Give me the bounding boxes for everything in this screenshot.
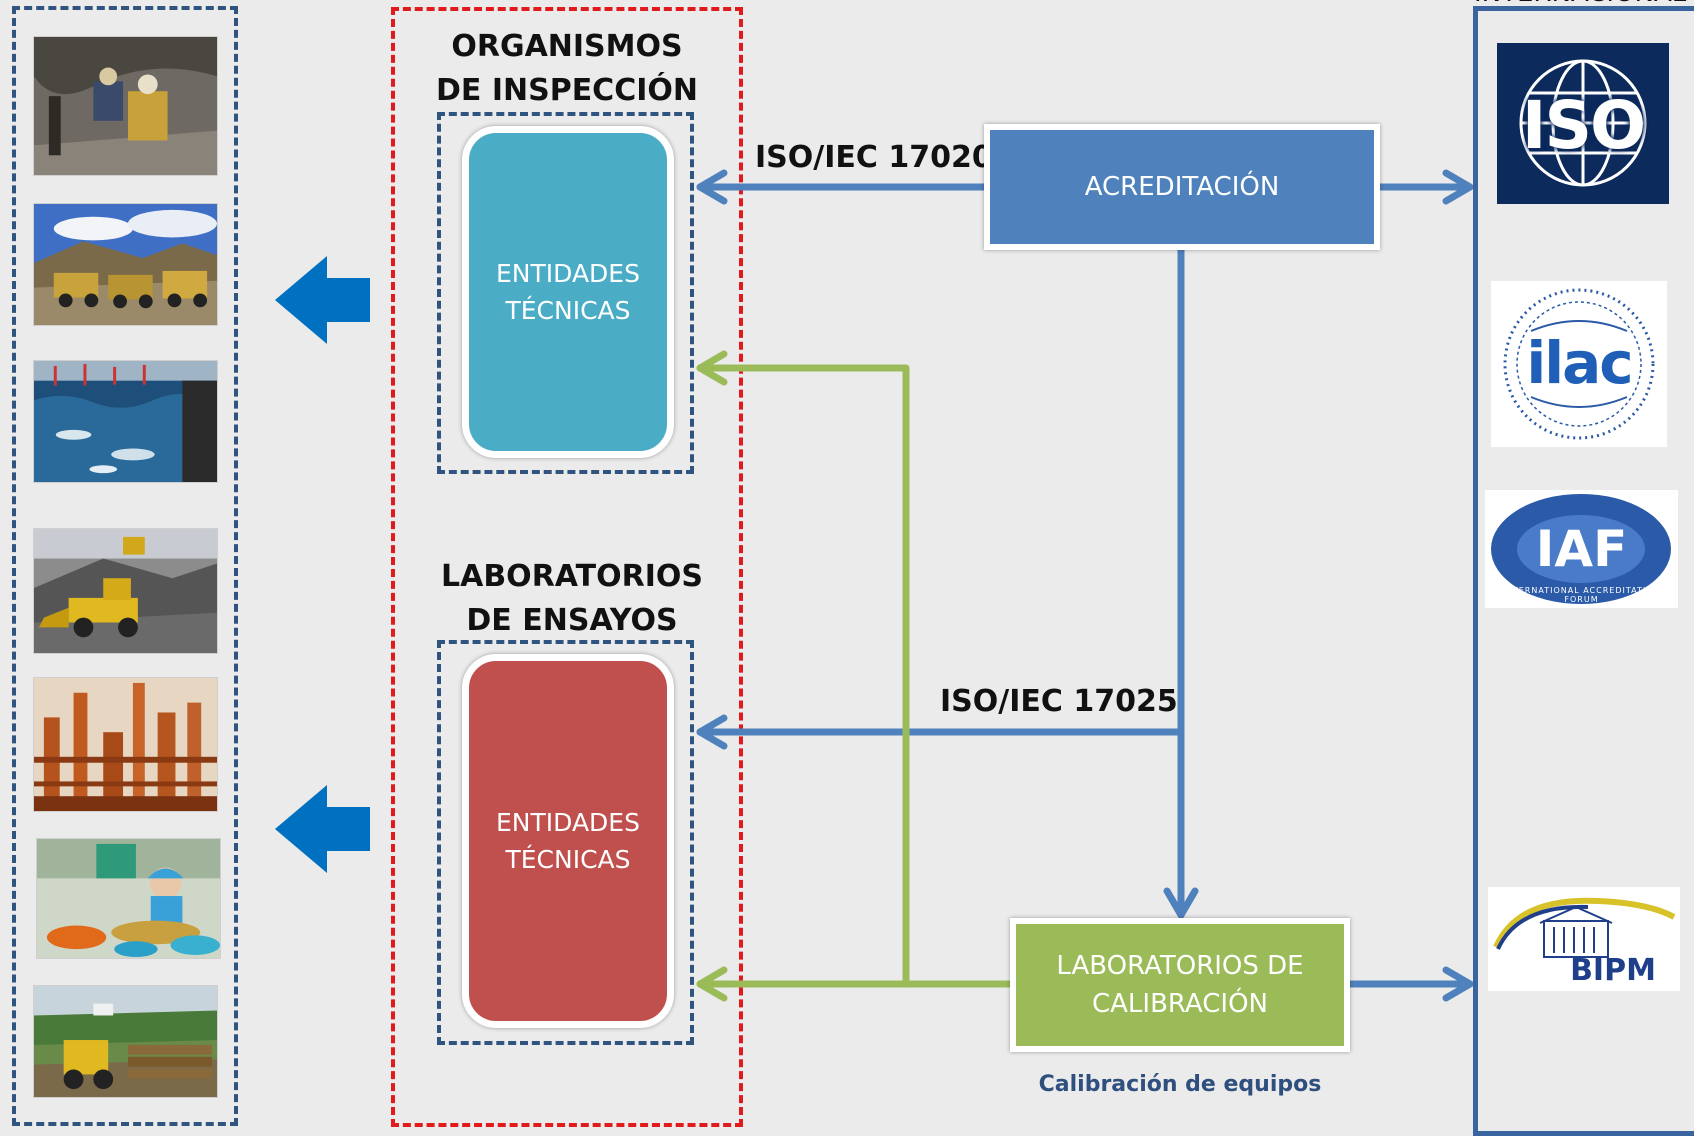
accreditation-box: ACREDITACIÓN <box>984 124 1380 250</box>
fishing-sea-photo <box>33 360 218 483</box>
testing-heading-line2: DE ENSAYOS <box>466 603 678 638</box>
globe-icon <box>1519 59 1647 187</box>
forestry-logging-photo <box>33 985 218 1098</box>
ilac-seal-icon <box>1503 288 1655 440</box>
testing-group <box>437 640 694 1045</box>
bipm-logo-text: BIPM <box>1570 953 1656 988</box>
iaf-seal-icon <box>1491 494 1671 604</box>
arrowhead-to-international <box>1442 169 1474 205</box>
mining-trucks-photo <box>33 203 218 326</box>
iaf-logo-text: IAF <box>1535 520 1628 578</box>
calibration-caption: Calibración de equipos <box>1038 1072 1322 1097</box>
inspection-entities-box: ENTIDADES TÉCNICAS <box>462 126 674 458</box>
inspection-heading-line2: DE INSPECCIÓN <box>435 73 698 108</box>
bipm-logo: BIPM <box>1488 887 1680 991</box>
inspection-heading-line1: ORGANISMOS <box>451 29 683 64</box>
testing-box-line1: ENTIDADES <box>496 808 640 837</box>
standard-17025-label: ISO/IEC 17025 <box>940 684 1178 719</box>
big-left-arrow-icon <box>275 785 370 873</box>
standard-17020-label: ISO/IEC 17020 <box>755 140 993 175</box>
food-processing-photo <box>36 838 221 959</box>
calibration-box: LABORATORIOS DE CALIBRACIÓN <box>1010 918 1350 1052</box>
arrowhead-calibration-international <box>1442 966 1474 1002</box>
testing-box-line2: TÉCNICAS <box>505 845 631 874</box>
ilac-logo-text: ilac <box>1526 329 1633 397</box>
mining-workers-photo <box>33 36 218 176</box>
testing-heading-line1: LABORATORIOS <box>440 559 704 594</box>
iaf-logo: IAF INTERNATIONAL ACCREDITATION FORUM <box>1485 490 1678 608</box>
big-left-arrow-icon <box>275 256 370 344</box>
building-icon <box>1493 897 1676 958</box>
calibration-label-line1: LABORATORIOS DE <box>1056 951 1304 981</box>
refinery-plant-photo <box>33 677 218 812</box>
ilac-logo: ilac <box>1491 281 1667 447</box>
inspection-box-line1: ENTIDADES <box>496 259 640 288</box>
accreditation-label: ACREDITACIÓN <box>1084 172 1280 202</box>
iso-logo-text: ISO <box>1521 87 1646 164</box>
inspection-heading: ORGANISMOS DE INSPECCIÓN <box>412 25 722 113</box>
inspection-box-line2: TÉCNICAS <box>505 296 631 325</box>
loader-construction-photo <box>33 528 218 654</box>
arrowhead-to-calibration <box>1163 887 1199 919</box>
testing-heading: LABORATORIOS DE ENSAYOS <box>412 555 732 643</box>
calibration-label-line2: CALIBRACIÓN <box>1091 989 1268 1019</box>
iso-logo: ISO <box>1497 43 1669 204</box>
international-heading: INTERNACIONAL <box>1474 0 1694 8</box>
iaf-ring-text: INTERNATIONAL ACCREDITATION FORUM <box>1502 586 1661 604</box>
testing-entities-box: ENTIDADES TÉCNICAS <box>462 654 674 1028</box>
inspection-group <box>437 112 694 474</box>
